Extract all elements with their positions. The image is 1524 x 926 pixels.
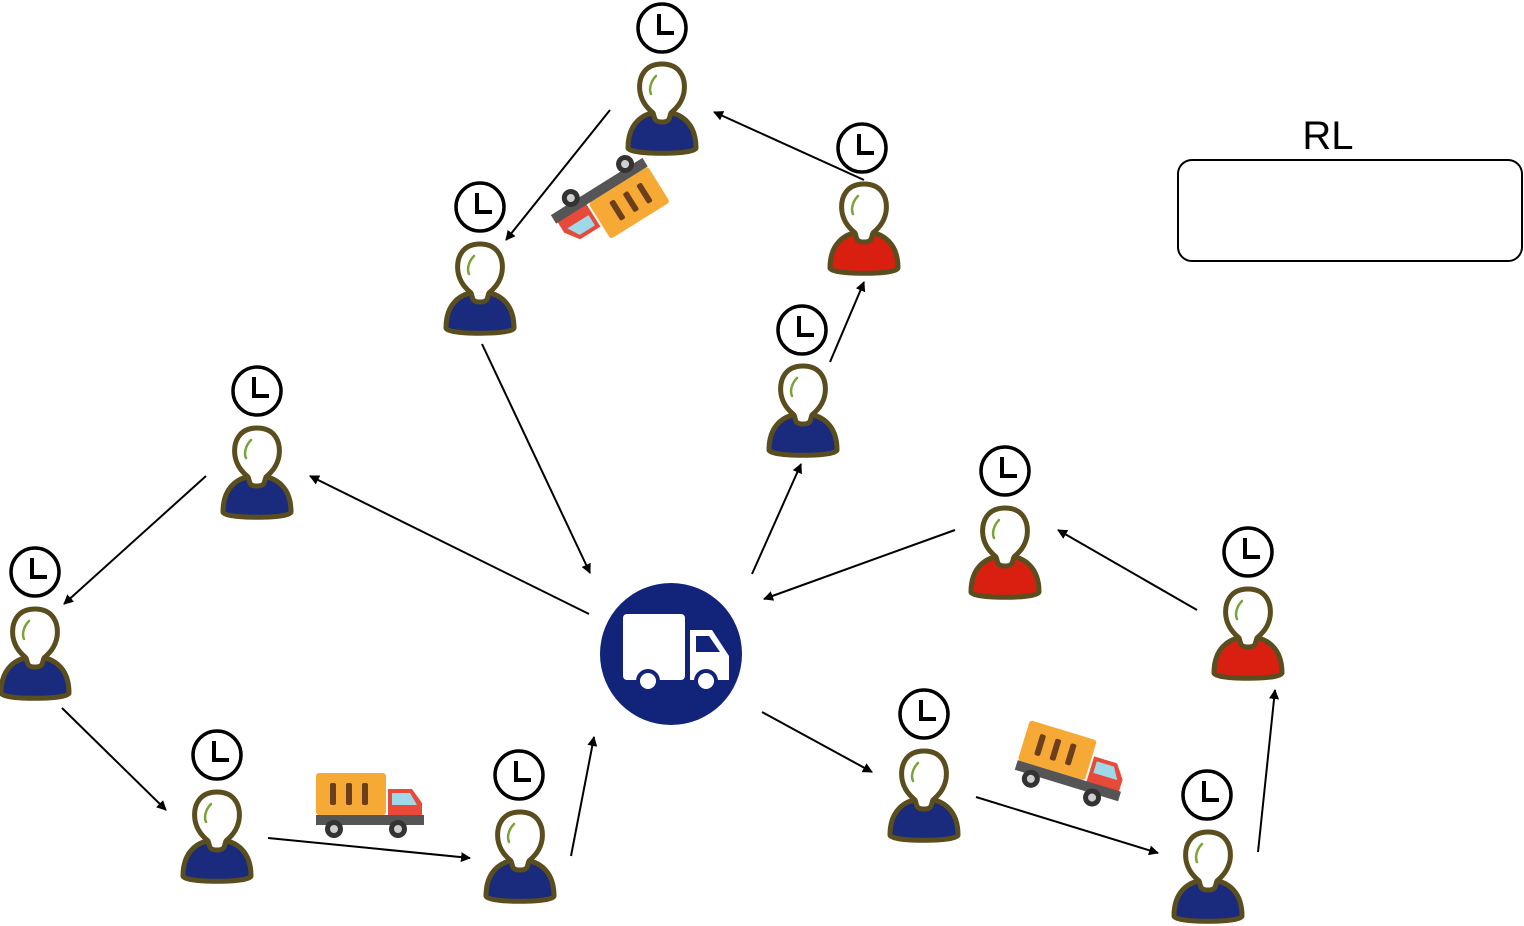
customer-c11: [1214, 526, 1282, 678]
route-arrows: [61, 109, 1280, 863]
rl-box: [1177, 159, 1523, 262]
clock-icon: [9, 546, 61, 598]
arrow-c4-to-c3: [829, 281, 866, 363]
clock-icon: [898, 688, 950, 740]
person-icon: [183, 792, 251, 881]
person-icon: [769, 366, 837, 455]
customer-c12: [890, 688, 958, 840]
customer-c2: [446, 181, 514, 333]
clock-icon: [636, 2, 688, 54]
person-icon: [890, 751, 958, 840]
customer-c10: [971, 445, 1039, 597]
clock-icon: [231, 365, 283, 417]
clock-icon: [836, 122, 888, 174]
person-icon: [223, 428, 291, 517]
arrow-c6-to-c7: [61, 707, 167, 811]
rl-legend: RL: [1177, 114, 1523, 262]
clock-icon: [1181, 769, 1233, 821]
customer-c13: [1174, 769, 1242, 921]
person-icon: [486, 812, 554, 901]
arrow-depot-to-c4: [751, 463, 802, 575]
person-icon: [830, 184, 898, 273]
person-icon: [1, 609, 69, 698]
arrow-depot-to-c5: [309, 475, 590, 615]
customer-c8: [486, 749, 554, 901]
delivery-truck-icon: [1010, 720, 1134, 814]
clock-icon: [776, 304, 828, 356]
arrow-c3-to-c1: [713, 111, 865, 181]
person-icon: [446, 244, 514, 333]
person-icon: [628, 64, 696, 153]
clock-icon: [1222, 526, 1274, 578]
customer-c6: [1, 546, 69, 698]
arrow-c10-to-depot: [763, 529, 956, 601]
customer-c5: [223, 365, 291, 517]
customer-c3: [830, 122, 898, 273]
person-icon: [1214, 589, 1282, 678]
clock-icon: [979, 445, 1031, 497]
arrow-c1-to-c2: [505, 109, 611, 241]
arrow-c8-to-depot: [570, 736, 598, 857]
person-icon: [1174, 832, 1242, 921]
clock-icon: [493, 749, 545, 801]
delivery-truck-icon: [623, 614, 729, 693]
arrow-depot-to-c12: [761, 711, 873, 773]
customer-c4: [769, 304, 837, 455]
person-icon: [971, 508, 1039, 597]
arrow-c5-to-c6: [63, 475, 207, 605]
delivery-truck-icon: [543, 146, 670, 260]
clock-icon: [454, 181, 506, 233]
arrow-c11-to-c10: [1057, 529, 1198, 611]
arrow-c2-to-depot: [481, 343, 591, 574]
rl-label: RL: [1302, 114, 1353, 158]
delivery-truck-icon: [316, 773, 424, 838]
customer-c7: [183, 729, 251, 881]
customer-c1: [628, 2, 696, 153]
arrow-c12-to-c13: [975, 796, 1159, 856]
depot: [600, 583, 742, 725]
arrow-c7-to-c8: [267, 837, 471, 863]
arrow-c13-to-c11: [1257, 689, 1280, 853]
clock-icon: [191, 729, 243, 781]
